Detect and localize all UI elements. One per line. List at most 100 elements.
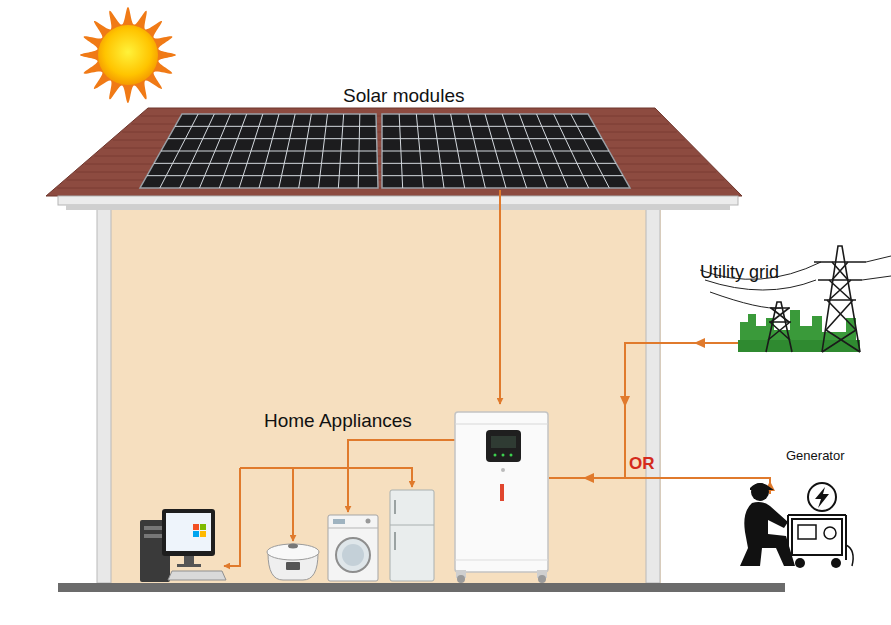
computer — [184, 556, 194, 564]
roof — [46, 108, 742, 196]
transmission-tower — [768, 308, 790, 340]
panel-label: Solar modules — [343, 86, 464, 105]
wire — [240, 468, 412, 487]
generator-symbol — [798, 525, 816, 539]
rice-cooker — [288, 544, 298, 549]
solar-panel — [161, 151, 377, 152]
appliance-label: Home Appliances — [264, 411, 412, 430]
generator-operator — [740, 483, 795, 566]
refrigerator — [390, 525, 434, 526]
solar-panel — [140, 114, 378, 188]
computer — [162, 509, 215, 556]
refrigerator — [394, 500, 396, 514]
grid-label: Utility grid — [700, 263, 779, 281]
rice-cooker — [267, 544, 319, 560]
ground-line — [58, 583, 785, 592]
generator-symbol — [831, 558, 841, 568]
transmission-tower — [822, 330, 860, 352]
power-line — [705, 280, 816, 290]
inverter — [486, 430, 521, 462]
computer — [168, 571, 226, 580]
solar-panel — [382, 114, 630, 188]
generator-symbol — [792, 519, 842, 555]
arrow-head — [583, 338, 775, 491]
washing-machine — [328, 515, 378, 581]
solar-panel — [382, 163, 616, 164]
generator-symbol — [795, 558, 805, 568]
generator-symbol — [808, 483, 836, 511]
inverter — [457, 575, 465, 583]
power-line — [700, 256, 891, 308]
choice-label: OR — [629, 455, 655, 472]
generator-label: Generator — [786, 449, 845, 462]
washing-machine — [342, 544, 364, 566]
generator-symbol — [788, 515, 846, 560]
generator-symbol — [815, 487, 829, 508]
washing-machine — [328, 515, 378, 581]
inverter — [455, 412, 548, 572]
solar-panel — [154, 163, 377, 164]
washing-machine — [328, 528, 378, 529]
transmission-tower — [814, 262, 866, 300]
computer — [200, 531, 206, 537]
generator-operator — [750, 483, 774, 490]
wire — [625, 343, 744, 478]
house-wall — [646, 208, 660, 583]
solar-panel — [382, 126, 595, 127]
refrigerator — [394, 532, 396, 550]
computer — [193, 531, 199, 537]
transmission-tower — [826, 262, 856, 330]
inverter — [501, 468, 505, 472]
roof — [46, 108, 742, 196]
solar-panel — [140, 114, 630, 188]
solar-panel — [175, 126, 376, 127]
rice-cooker — [267, 544, 319, 581]
inverter — [491, 436, 516, 448]
power-line — [866, 256, 891, 262]
generator-operator — [740, 502, 795, 566]
inverter — [502, 454, 505, 457]
inverter — [455, 560, 548, 561]
washing-machine — [336, 538, 370, 572]
rice-cooker — [286, 562, 300, 570]
wire — [499, 190, 501, 404]
washing-machine — [366, 519, 371, 524]
wire — [292, 468, 294, 541]
generator-symbol — [846, 545, 853, 566]
washing-machine — [333, 519, 345, 524]
solar-panel — [168, 138, 377, 139]
solar-panel — [382, 151, 609, 152]
arrow-head — [620, 396, 630, 407]
house-wall — [97, 208, 661, 585]
gutter — [58, 196, 738, 205]
inverter — [500, 484, 504, 501]
generator-symbol — [824, 527, 836, 539]
power-line — [710, 292, 781, 308]
inverter — [455, 412, 548, 583]
arrow-head — [694, 338, 705, 348]
sun-symbol — [80, 7, 176, 103]
gutter — [58, 196, 738, 210]
gutter — [66, 205, 730, 210]
house-wall — [97, 208, 661, 585]
inverter — [510, 454, 513, 457]
refrigerator — [390, 490, 434, 581]
inverter — [455, 424, 548, 425]
computer — [193, 524, 199, 530]
wire — [224, 468, 240, 566]
computer — [140, 509, 226, 582]
computer — [200, 524, 206, 530]
computer — [166, 513, 211, 551]
transmission-tower — [766, 302, 792, 352]
solar-panel — [382, 138, 602, 139]
wire — [549, 478, 770, 494]
inverter — [538, 575, 546, 583]
house-wall — [97, 208, 111, 583]
transmission-tower — [766, 246, 866, 352]
solar-panel — [382, 175, 623, 176]
sun-symbol — [80, 7, 176, 103]
ground-line — [58, 583, 785, 592]
power-line — [862, 276, 891, 280]
refrigerator — [390, 490, 434, 581]
